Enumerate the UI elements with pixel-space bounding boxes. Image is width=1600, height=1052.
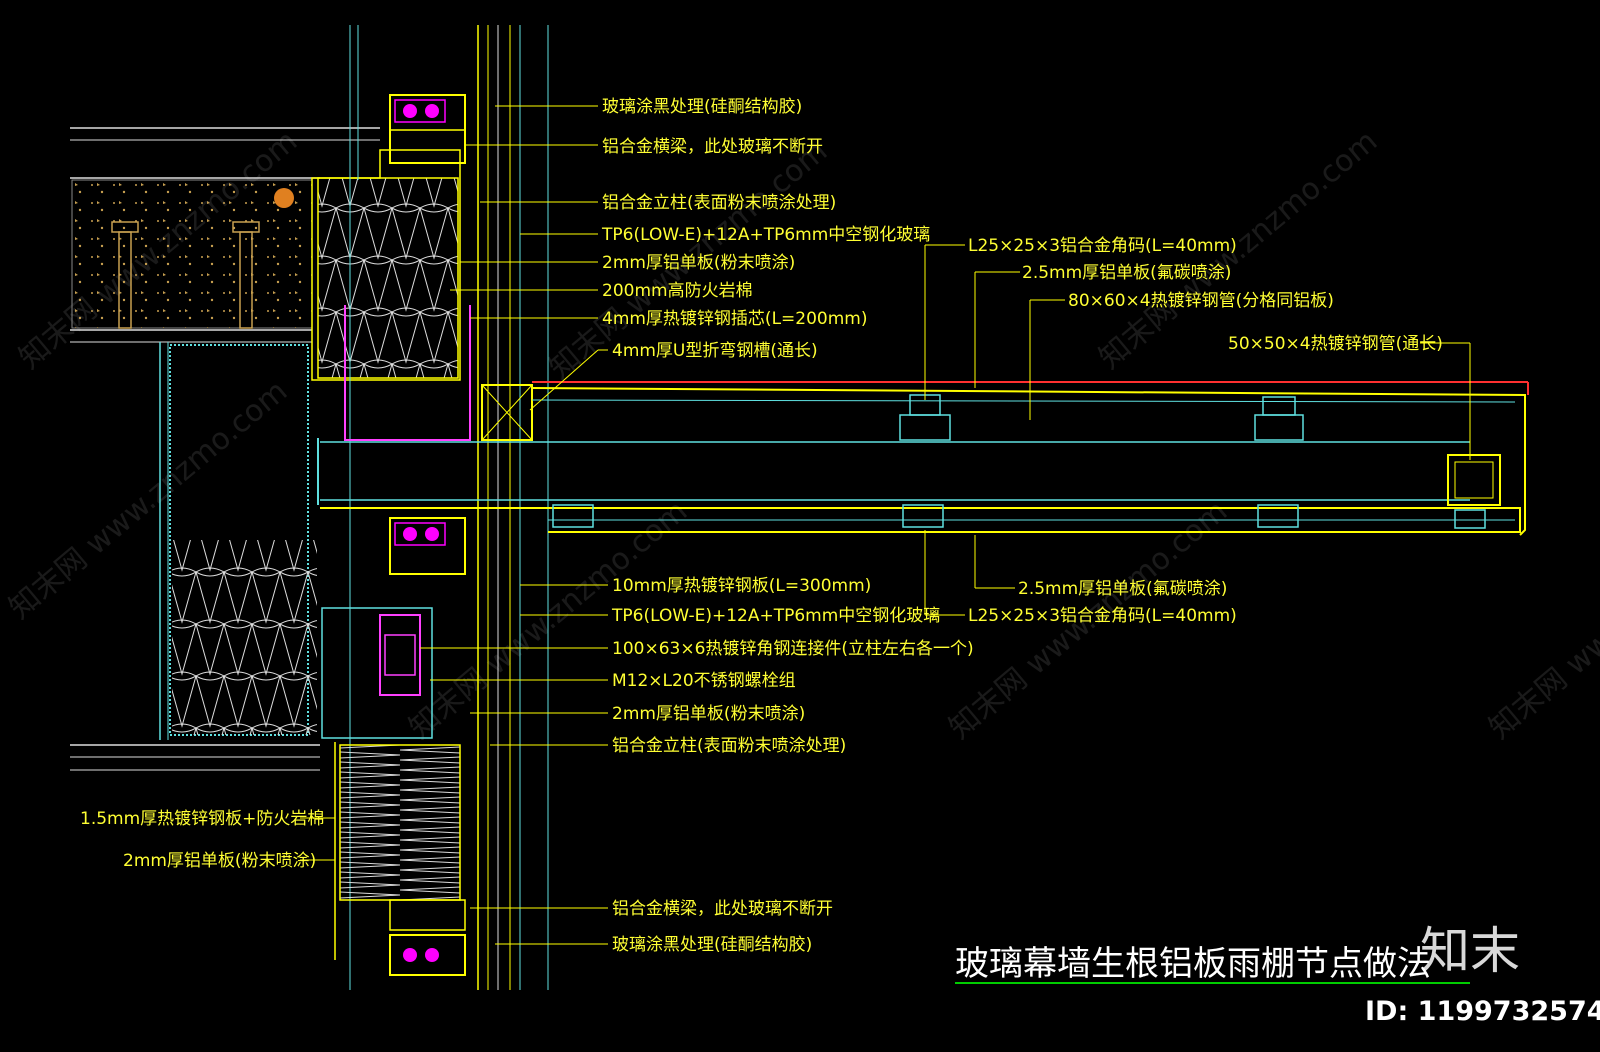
u-channel-steel-core [344,305,533,441]
label-fire-rockwool: 200mm高防火岩棉 [602,281,753,301]
label-aluminum-transom-lower: 铝合金横梁，此处玻璃不断开 [612,899,833,919]
label-steel-plate-10mm: 10mm厚热镀锌钢板(L=300mm) [612,576,871,596]
label-aluminum-transom: 铝合金横梁，此处玻璃不断开 [602,137,823,157]
top-transom-profile [389,94,466,164]
label-aluminum-panel-lower: 2mm厚铝单板(粉末喷涂) [612,704,805,724]
lower-curtain-wall [321,517,466,976]
label-aluminum-panel-top: 2.5mm厚铝单板(氟碳喷涂) [1022,263,1231,283]
label-aluminum-panel-bottom: 2.5mm厚铝单板(氟碳喷涂) [1018,579,1227,599]
label-aluminum-panel-left: 2mm厚铝单板(粉末喷涂) [123,851,316,871]
title-block: 玻璃幕墙生根铝板雨棚节点做法 知末 ID: 1199732574 [955,922,1600,1027]
label-aluminum-mullion-lower: 铝合金立柱(表面粉末喷涂处理) [612,736,846,756]
leader-lines [300,105,1471,945]
label-angle-bracket-bottom: L25×25×3铝合金角码(L=40mm) [968,606,1237,626]
label-steel-tube-80: 80×60×4热镀锌钢管(分格同铝板) [1068,291,1334,311]
drawing-title: 玻璃幕墙生根铝板雨棚节点做法 [955,944,1431,984]
lower-slab-and-column [70,342,320,771]
label-steel-core: 4mm厚热镀锌钢插芯(L=200mm) [602,309,867,329]
label-u-channel: 4mm厚U型折弯钢槽(通长) [612,341,818,361]
upper-fire-rockwool [311,149,461,381]
label-glass-black-treatment: 玻璃涂黑处理(硅酮结构胶) [602,97,802,117]
brand-logo: 知末 [1420,922,1520,980]
image-id: ID: 1199732574 [1365,996,1600,1027]
label-insulated-glass: TP6(LOW-E)+12A+TP6mm中空钢化玻璃 [601,225,930,245]
label-angle-bracket-top: L25×25×3铝合金角码(L=40mm) [968,236,1237,256]
label-steel-plate-rockwool: 1.5mm厚热镀锌钢板+防火岩棉 [80,809,324,829]
label-insulated-glass-lower: TP6(LOW-E)+12A+TP6mm中空钢化玻璃 [611,606,940,626]
label-aluminum-panel-2mm: 2mm厚铝单板(粉末喷涂) [602,253,795,273]
label-glass-black-treatment-lower: 玻璃涂黑处理(硅酮结构胶) [612,935,812,955]
label-steel-tube-50: 50×50×4热镀锌钢管(通长) [1228,334,1443,354]
label-angle-connector: 100×63×6热镀锌角钢连接件(立柱左右各一个) [612,639,974,659]
label-aluminum-mullion: 铝合金立柱(表面粉末喷涂处理) [602,193,836,213]
annotation-labels: 玻璃涂黑处理(硅酮结构胶) 铝合金横梁，此处玻璃不断开 铝合金立柱(表面粉末喷涂… [80,97,1443,955]
label-stainless-bolt: M12×L20不锈钢螺栓组 [612,671,796,691]
